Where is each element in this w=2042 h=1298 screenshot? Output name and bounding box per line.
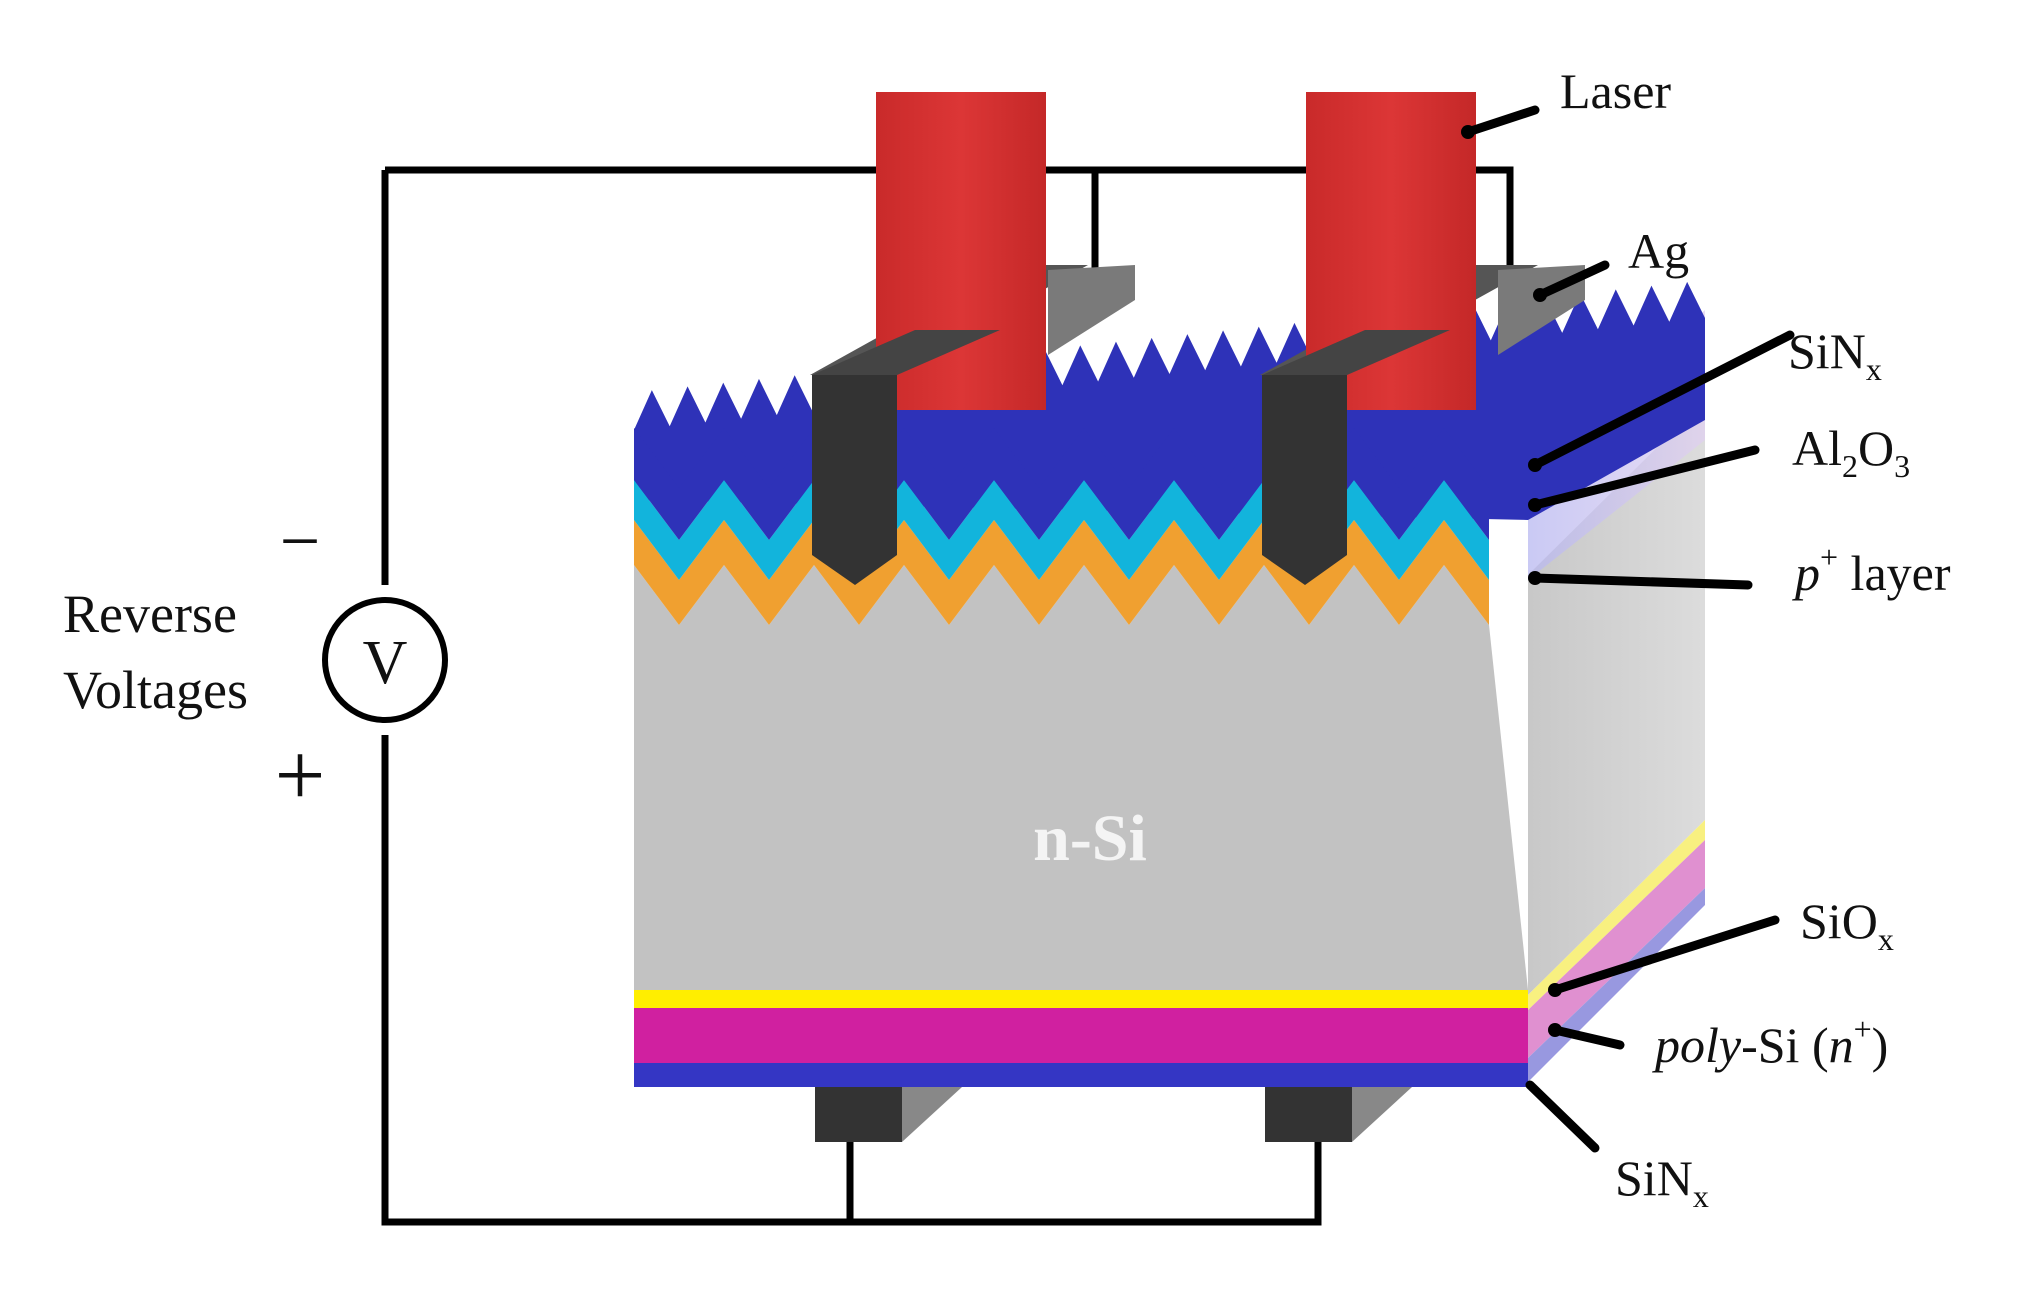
rear-ag-contacts — [815, 1087, 1412, 1142]
voltmeter: V — [322, 597, 448, 723]
laser-beams — [876, 92, 1476, 410]
voltmeter-circle — [322, 597, 448, 723]
rear-stack — [634, 990, 1528, 1087]
siox-layer — [634, 990, 1528, 1008]
siox-label: SiOx — [1800, 893, 1894, 957]
plus-sign: + — [275, 726, 326, 825]
minus-sign: − — [280, 501, 321, 581]
ag-finger-contacts — [812, 330, 1450, 585]
sinx-bottom-layer — [634, 1063, 1528, 1087]
cell-front-face — [634, 428, 1528, 990]
n-si-bulk — [634, 565, 1528, 990]
sinx-bottom-label: SiNx — [1615, 1150, 1709, 1214]
rear-ag-contact-left — [815, 1087, 902, 1142]
al2o3-label: Al2O3 — [1792, 420, 1910, 484]
ag-finger-left-front — [812, 375, 897, 585]
leader-lines — [1463, 105, 1795, 1153]
poly-si-layer — [634, 1008, 1528, 1063]
n-si-label: n-Si — [1033, 802, 1147, 875]
ag-label: Ag — [1628, 223, 1689, 279]
laser-label: Laser — [1560, 63, 1671, 119]
leader-dots — [1461, 125, 1562, 1037]
ag-finger-right-front — [1262, 375, 1347, 585]
reverse-voltages-label-line1: Reverse — [63, 584, 237, 644]
circuit-wires — [381, 166, 1514, 1226]
sinx-top-label: SiNx — [1788, 323, 1882, 387]
p-layer-label: p+ layer — [1792, 539, 1951, 601]
voltmeter-symbol: V — [363, 629, 408, 697]
reverse-voltages-label-line2: Voltages — [63, 660, 248, 720]
rear-ag-contact-right — [1265, 1087, 1352, 1142]
poly-si-label: poly-Si (n+) — [1652, 1011, 1888, 1073]
